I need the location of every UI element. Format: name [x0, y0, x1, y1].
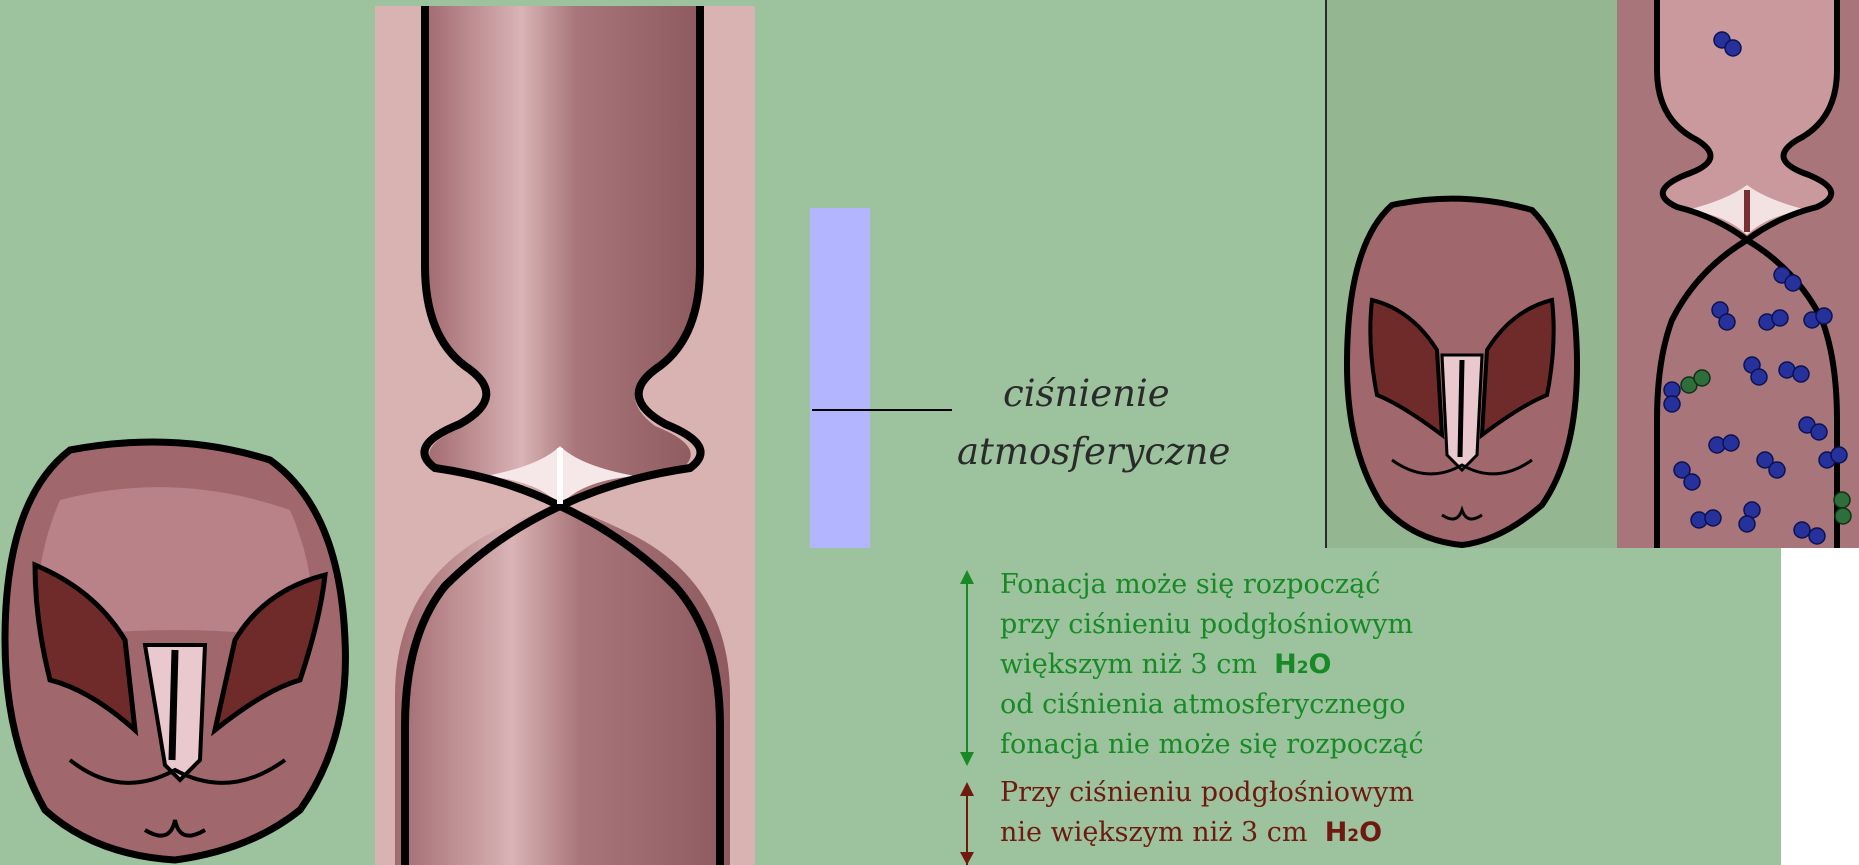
legend-green-line-2: przy ciśnieniu podgłośniowym: [1000, 608, 1413, 642]
legend-green-line-1: Fonacja może się rozpocząć: [1000, 568, 1380, 602]
inset-illustration-panel: [1325, 0, 1859, 548]
pressure-label-pointer: [812, 409, 952, 411]
legend-green-line-5: fonacja nie może się rozpocząć: [1000, 728, 1424, 762]
larynx-front-view-icon: [0, 440, 350, 865]
legend-red-line-1: Przy ciśnieniu podgłośniowym: [1000, 776, 1414, 810]
pressure-label-line2: atmosferyczne: [957, 430, 1230, 473]
legend-green-line-4: od ciśnienia atmosferycznego: [1000, 688, 1406, 722]
double-arrow-icon: [957, 780, 977, 865]
legend-red-line-2: nie większym niż 3 cm H2O: [1000, 816, 1382, 853]
larynx-front-view-icon: [1342, 195, 1582, 548]
pressure-label-line1: ciśnienie: [1003, 372, 1170, 415]
double-arrow-icon: [957, 568, 977, 768]
atmospheric-pressure-segment: [810, 208, 870, 563]
legend-panel: Fonacja może się rozpocząć przy ciśnieni…: [765, 548, 1781, 865]
air-molecules: [1617, 0, 1859, 548]
legend-green-line-3: większym niż 3 cm H2O: [1000, 648, 1332, 685]
airway-cross-section-icon: [375, 6, 755, 865]
